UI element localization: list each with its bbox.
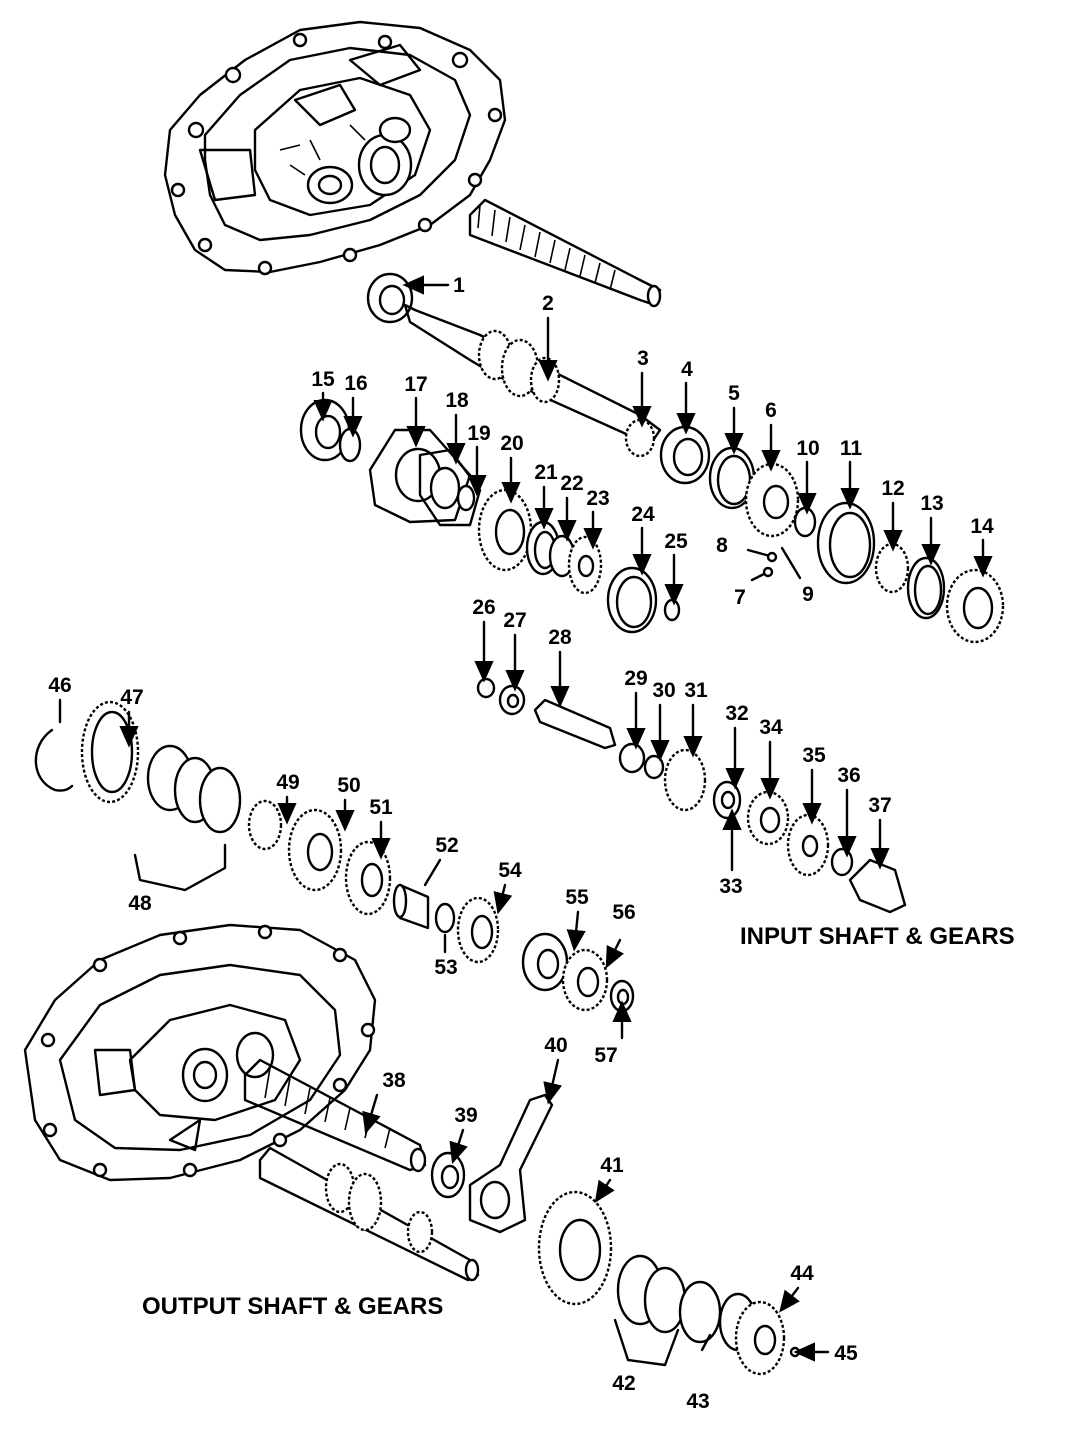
part-label-2: 2: [542, 292, 554, 315]
part-label-49: 49: [276, 771, 299, 794]
part-label-5: 5: [728, 382, 740, 405]
part-label-43: 43: [686, 1390, 709, 1413]
part-label-8: 8: [716, 534, 728, 557]
input-shaft-assembly: [299, 272, 1005, 644]
lower-shaft: [258, 1146, 480, 1282]
part-label-37: 37: [868, 794, 891, 817]
part-label-53: 53: [434, 956, 457, 979]
part-label-22: 22: [560, 472, 583, 495]
leader-lines: [58, 275, 993, 1362]
part-label-25: 25: [664, 530, 688, 553]
upper-transmission-case: [163, 20, 507, 276]
part-label-40: 40: [544, 1034, 567, 1057]
part-label-31: 31: [684, 679, 708, 702]
part-label-52: 52: [435, 834, 458, 857]
part-label-44: 44: [790, 1262, 814, 1285]
part-label-3: 3: [637, 347, 649, 370]
part-label-35: 35: [802, 744, 826, 767]
part-label-55: 55: [565, 886, 589, 909]
part-label-19: 19: [467, 422, 490, 445]
part-label-47: 47: [120, 686, 143, 709]
part-label-15: 15: [311, 368, 335, 391]
part-label-18: 18: [445, 389, 469, 412]
part-label-23: 23: [586, 487, 609, 510]
part-label-33: 33: [719, 875, 742, 898]
part-label-21: 21: [534, 461, 558, 484]
output-section-title: OUTPUT SHAFT & GEARS: [142, 1293, 443, 1320]
part-label-28: 28: [548, 626, 572, 649]
part-label-46: 46: [48, 674, 71, 697]
output-gear-stack: [34, 700, 635, 1013]
part-label-6: 6: [765, 399, 777, 422]
part-label-36: 36: [837, 764, 860, 787]
part-label-41: 41: [600, 1154, 624, 1177]
counter-shaft-assembly: [476, 677, 907, 914]
output-shaft: [243, 1058, 427, 1173]
part-label-32: 32: [725, 702, 748, 725]
part-label-38: 38: [382, 1069, 406, 1092]
upper-main-shaft: [468, 198, 662, 308]
part-label-30: 30: [652, 679, 675, 702]
part-label-29: 29: [624, 667, 647, 690]
part-label-13: 13: [920, 492, 943, 515]
part-label-24: 24: [631, 503, 655, 526]
part-label-16: 16: [344, 372, 367, 395]
part-label-4: 4: [681, 358, 693, 381]
part-label-51: 51: [369, 796, 393, 819]
part-label-9: 9: [802, 583, 814, 606]
lower-transmission-case: [23, 923, 377, 1182]
input-section-title: INPUT SHAFT & GEARS: [740, 923, 1015, 950]
part-label-7: 7: [734, 586, 746, 609]
part-label-10: 10: [796, 437, 819, 460]
part-label-48: 48: [128, 892, 152, 915]
part-label-45: 45: [834, 1342, 858, 1365]
part-label-57: 57: [594, 1044, 617, 1067]
part-label-34: 34: [759, 716, 783, 739]
part-label-1: 1: [453, 274, 465, 297]
part-label-50: 50: [337, 774, 360, 797]
part-label-12: 12: [881, 477, 904, 500]
part-label-42: 42: [612, 1372, 635, 1395]
shift-fork-group: [430, 1093, 554, 1234]
part-label-26: 26: [472, 596, 495, 619]
part-label-39: 39: [454, 1104, 477, 1127]
part-label-17: 17: [404, 373, 427, 396]
part-label-56: 56: [612, 901, 635, 924]
part-label-27: 27: [503, 609, 526, 632]
part-label-14: 14: [970, 515, 994, 538]
part-label-54: 54: [498, 859, 522, 882]
part-labels: 1 2 3 4 5 6 7 8 9 10 11 12 13 14 15 16 1…: [48, 274, 994, 1413]
part-label-20: 20: [500, 432, 523, 455]
lower-gear-stack: [537, 1190, 801, 1376]
part-label-11: 11: [840, 437, 863, 460]
